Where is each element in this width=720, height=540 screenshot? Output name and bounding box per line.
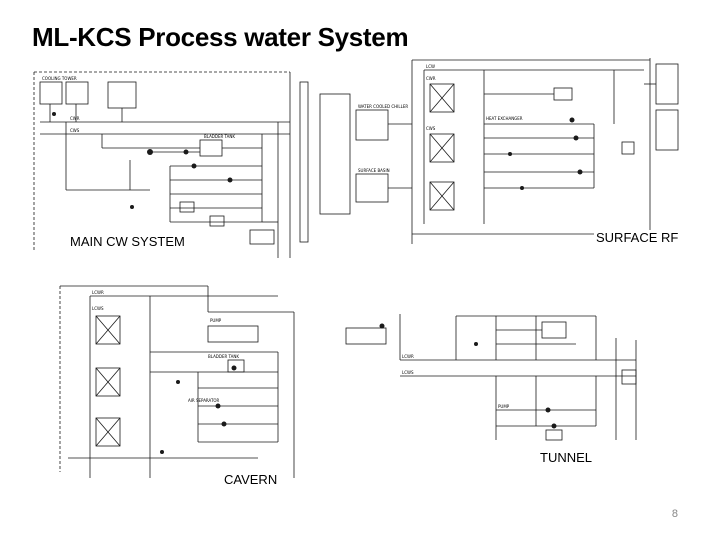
label-surface-basin: SURFACE BASIN [358, 168, 390, 173]
label-cws-main: CWS [70, 128, 80, 133]
label-cws-surface: CWS [426, 126, 436, 131]
main-cw-schematic: COOLING TOWER BLADDER TANK CWR CWS [33, 71, 309, 258]
page-number: 8 [671, 508, 678, 520]
label-heat-exchanger: HEAT EXCHANGER [486, 116, 523, 121]
label-lcwr-cavern: LCWR [92, 290, 104, 295]
cavern-diagram: LCWR LCWS BLADDER TANK AIR SEPARATOR PUM… [58, 282, 298, 494]
caption-main-cw: MAIN CW SYSTEM [68, 234, 187, 249]
tunnel-schematic: LCWR LCWS PUMP [345, 314, 637, 441]
caption-surface-rf: SURFACE RF [594, 230, 681, 245]
label-cwr-surface: CWR [426, 76, 436, 81]
tunnel-diagram: LCWR LCWS PUMP TUNNEL [336, 300, 672, 472]
label-cooling-tower: COOLING TOWER [42, 76, 77, 81]
main-cw-diagram: COOLING TOWER BLADDER TANK CWR CWS MAIN … [30, 62, 312, 260]
surface-rf-schematic: LCW CWR CWS HEAT EXCHANGER WATER COOLED … [319, 58, 679, 244]
label-pump-tunnel: PUMP [498, 404, 510, 409]
label-air-separator: AIR SEPARATOR [188, 398, 220, 403]
caption-tunnel: TUNNEL [538, 450, 595, 465]
slide-title: ML-KCS Process water System [32, 22, 409, 52]
label-bladder-tank: BLADDER TANK [204, 134, 235, 139]
label-water-cooled-chiller: WATER COOLED CHILLER [358, 104, 408, 109]
label-lcwr-tunnel: LCWR [402, 354, 414, 359]
cavern-schematic: LCWR LCWS BLADDER TANK AIR SEPARATOR PUM… [59, 285, 295, 478]
label-lcw-surface: LCW [426, 64, 435, 69]
caption-cavern: CAVERN [222, 472, 280, 487]
label-pump-cavern: PUMP [210, 318, 222, 323]
label-lcws-cavern: LCWS [92, 306, 104, 311]
label-cwr-main: CWR [70, 116, 80, 121]
label-lcws-tunnel: LCWS [402, 370, 414, 375]
label-bladder-tank-cavern: BLADDER TANK [208, 354, 239, 359]
surface-rf-diagram: LCW CWR CWS HEAT EXCHANGER WATER COOLED … [314, 54, 682, 250]
